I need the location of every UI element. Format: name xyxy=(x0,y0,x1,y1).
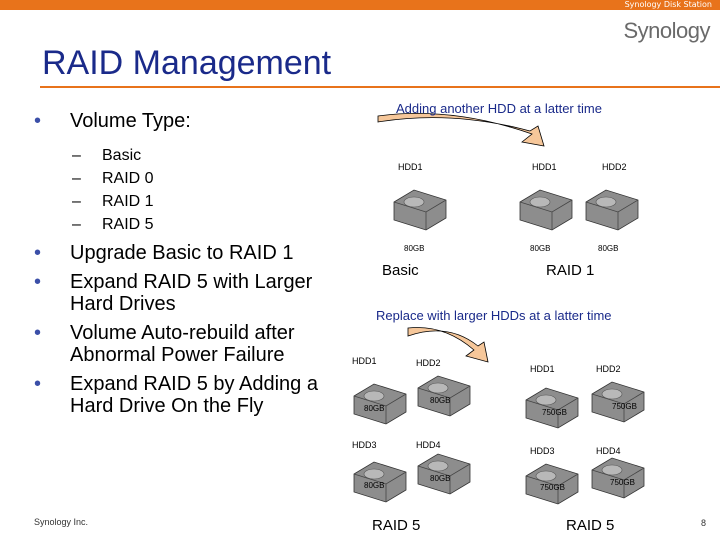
hdd-capacity: 80GB xyxy=(430,396,451,405)
feature-item: •Upgrade Basic to RAID 1 xyxy=(34,242,294,264)
feature-list: •Upgrade Basic to RAID 1 •Expand RAID 5 … xyxy=(34,242,334,424)
hdd-label: HDD3 xyxy=(352,440,377,450)
hdd-capacity: 80GB xyxy=(530,244,551,253)
raid-type-label: RAID 5 xyxy=(372,517,421,534)
hdd-label: HDD1 xyxy=(352,356,377,366)
volume-type-label: Volume Type: xyxy=(70,110,191,132)
hard-drive-icon xyxy=(525,387,579,429)
footer-company: Synology Inc. xyxy=(34,517,89,527)
hdd-capacity: 80GB xyxy=(364,481,385,490)
hdd-capacity: 750GB xyxy=(540,483,565,492)
hdd-label: HDD1 xyxy=(530,364,555,374)
sub-item: –RAID 0 xyxy=(72,170,154,187)
hard-drive-icon xyxy=(585,189,639,231)
hard-drive-icon xyxy=(591,457,645,499)
curved-arrow-bottom xyxy=(407,327,489,363)
caption-adding-hdd: Adding another HDD at a latter time xyxy=(396,101,602,116)
page-number: 8 xyxy=(700,518,706,528)
feature-item: •Expand RAID 5 with Larger Hard Drives xyxy=(34,271,313,315)
sub-item: –RAID 5 xyxy=(72,216,154,233)
hdd-label: HDD1 xyxy=(532,162,557,172)
hdd-label: HDD2 xyxy=(602,162,627,172)
hdd-label: HDD1 xyxy=(398,162,423,172)
volume-type-sublist: –Basic –RAID 0 –RAID 1 –RAID 5 xyxy=(72,144,154,236)
hdd-capacity: 80GB xyxy=(598,244,619,253)
feature-item: •Volume Auto-rebuild after Abnormal Powe… xyxy=(34,322,295,366)
feature-item: •Expand RAID 5 by Adding a Hard Drive On… xyxy=(34,373,318,417)
bullet-icon: • xyxy=(34,242,42,264)
sub-item: –RAID 1 xyxy=(72,193,154,210)
hdd-capacity: 750GB xyxy=(542,408,567,417)
hard-drive-icon xyxy=(417,453,471,495)
hard-drive-icon xyxy=(525,463,579,505)
hdd-label: HDD2 xyxy=(416,358,441,368)
hdd-label: HDD2 xyxy=(596,364,621,374)
hard-drive-icon xyxy=(353,383,407,425)
bullet-icon: • xyxy=(34,110,42,132)
hdd-label: HDD3 xyxy=(530,446,555,456)
hdd-capacity: 750GB xyxy=(610,478,635,487)
hard-drive-icon xyxy=(591,381,645,423)
raid-type-label: RAID 5 xyxy=(566,517,615,534)
synology-logo: Synology xyxy=(623,18,710,43)
hdd-capacity: 80GB xyxy=(404,244,425,253)
hdd-capacity: 80GB xyxy=(430,474,451,483)
volume-type-list: • Volume Type: xyxy=(34,110,334,132)
sub-item: –Basic xyxy=(72,147,142,164)
raid-type-label: Basic xyxy=(382,262,419,279)
hdd-capacity: 750GB xyxy=(612,402,637,411)
hdd-label: HDD4 xyxy=(416,440,441,450)
curved-arrow-top xyxy=(377,113,545,147)
bullet-volume-type: • Volume Type: xyxy=(34,110,334,132)
raid-type-label: RAID 1 xyxy=(546,262,595,279)
bullet-icon: • xyxy=(34,373,42,395)
bullet-icon: • xyxy=(34,271,42,293)
hdd-capacity: 80GB xyxy=(364,404,385,413)
hard-drive-icon xyxy=(417,375,471,417)
top-bar: Synology Disk Station xyxy=(0,0,720,10)
hdd-label: HDD4 xyxy=(596,446,621,456)
page-title: RAID Management xyxy=(42,44,332,82)
hard-drive-icon xyxy=(353,461,407,503)
brand-label: Synology Disk Station xyxy=(624,0,712,9)
title-divider xyxy=(40,86,720,88)
hard-drive-icon xyxy=(519,189,573,231)
caption-replace-hdd: Replace with larger HDDs at a latter tim… xyxy=(376,308,612,323)
bullet-icon: • xyxy=(34,322,42,344)
hard-drive-icon xyxy=(393,189,447,231)
